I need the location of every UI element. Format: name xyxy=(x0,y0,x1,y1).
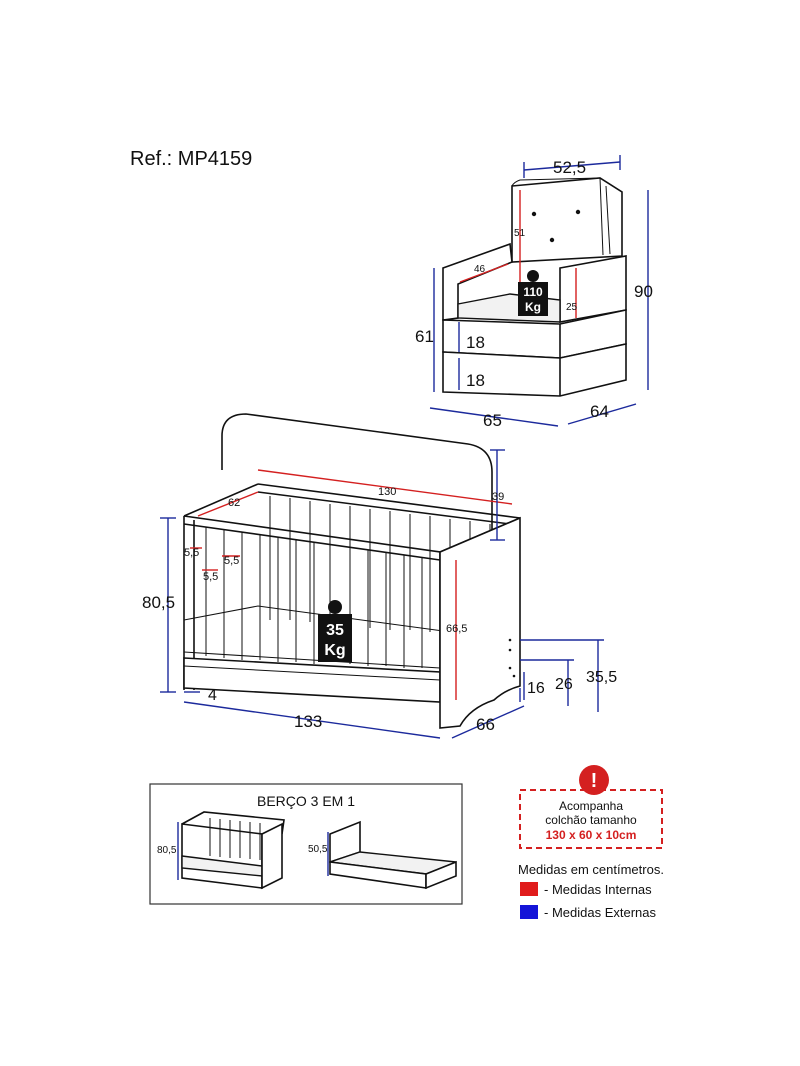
chair-weight-badge: 110 Kg xyxy=(518,270,548,316)
notice-line-1: Acompanha xyxy=(559,799,623,813)
legend-internal-swatch xyxy=(520,882,538,896)
crib-level-1: 16 xyxy=(527,680,545,697)
legend-external-swatch xyxy=(520,905,538,919)
crib-length: 133 xyxy=(294,712,322,731)
crib-inner-height: 66,5 xyxy=(446,623,467,635)
notice-line-3: 130 x 60 x 10cm xyxy=(546,828,637,842)
crib-weight-value: 35 xyxy=(326,622,344,639)
crib-inner-length: 130 xyxy=(378,486,396,498)
chair-cushion-1: 18 xyxy=(466,333,485,352)
measurement-legend: Medidas em centímetros. - Medidas Intern… xyxy=(518,862,664,920)
legend-internal-label: - Medidas Internas xyxy=(544,882,652,897)
crib-weight-unit: Kg xyxy=(324,642,345,659)
legend-heading: Medidas em centímetros. xyxy=(518,862,664,877)
crib-headboard-extra: 39 xyxy=(492,491,504,503)
crib-width: 66 xyxy=(476,715,495,734)
crib-slat-gap-2: 5,5 xyxy=(203,571,218,583)
chair-arm-height: 25 xyxy=(566,302,578,313)
chair-cushion-2: 18 xyxy=(466,371,485,390)
crib-drawing xyxy=(183,413,521,729)
chair-width: 65 xyxy=(483,411,502,430)
chair-base-height: 61 xyxy=(415,327,434,346)
crib-inner-width: 62 xyxy=(228,497,240,509)
crib-slat-gap-3: 5,5 xyxy=(224,555,239,567)
crib-weight-badge: 35 Kg xyxy=(318,600,352,662)
chair-depth: 64 xyxy=(590,402,609,421)
berco-3-em-1-box: BERÇO 3 EM 1 80,5 50,5 xyxy=(149,783,463,905)
crib-total-height: 80,5 xyxy=(142,593,175,612)
crib-level-2: 26 xyxy=(555,676,573,693)
box-title: BERÇO 3 EM 1 xyxy=(257,793,355,809)
chair-top-width: 52,5 xyxy=(553,158,586,177)
crib-slat-gap-1: 5,5 xyxy=(184,547,199,559)
legend-external-label: - Medidas Externas xyxy=(544,905,656,920)
crib-foot: 4 xyxy=(208,687,217,704)
chair-seat-depth: 46 xyxy=(474,264,486,275)
crib-level-3: 35,5 xyxy=(586,669,617,686)
chair-weight-value: 110 xyxy=(523,285,543,299)
box-crib-height: 80,5 xyxy=(157,845,177,856)
warning-icon-glyph: ! xyxy=(591,770,598,792)
chair-total-height: 90 xyxy=(634,282,653,301)
reference-title: Ref.: MP4159 xyxy=(130,148,252,170)
chair-weight-unit: Kg xyxy=(525,300,541,314)
warning-icon xyxy=(579,765,609,795)
chair-back-height: 51 xyxy=(514,228,526,239)
mattress-notice: ! Acompanha colchão tamanho 130 x 60 x 1… xyxy=(519,765,663,849)
notice-line-2: colchão tamanho xyxy=(545,813,637,827)
box-bed-height: 50,5 xyxy=(308,844,328,855)
